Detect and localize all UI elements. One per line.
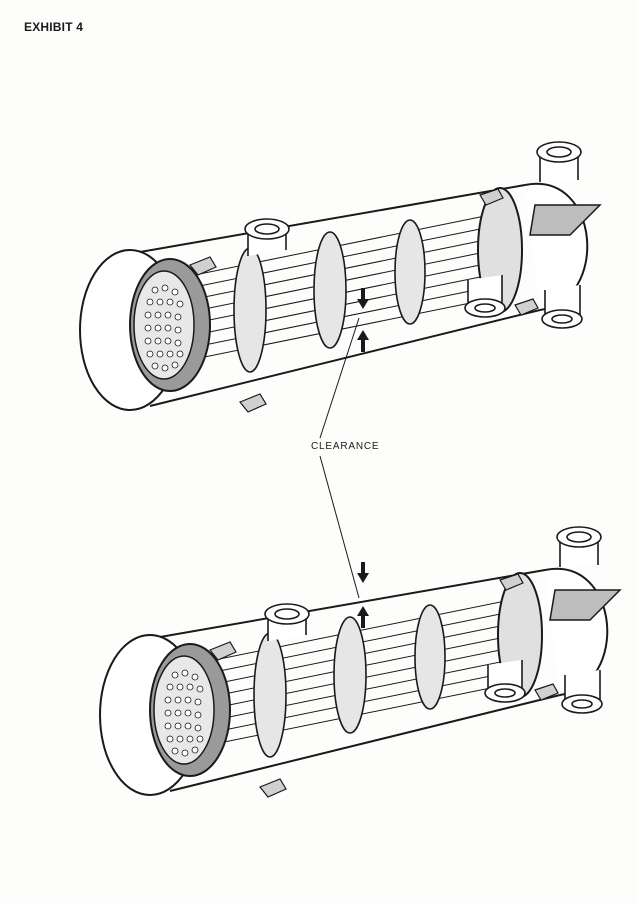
exhibit-label: EXHIBIT 4 [24,20,84,34]
heat-exchanger-bottom [99,526,621,798]
heat-exchanger-top [79,141,601,413]
clearance-leader-lines [319,317,360,599]
clearance-arrows-top [357,288,369,352]
clearance-label: CLEARANCE [311,441,380,452]
clearance-arrows-bottom [357,562,369,628]
